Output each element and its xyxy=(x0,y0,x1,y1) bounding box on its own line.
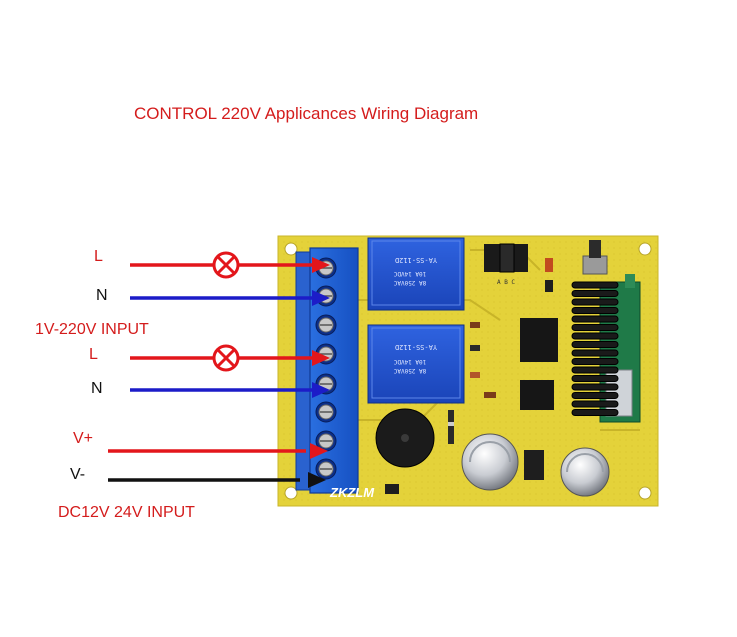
diagram-title: CONTROL 220V Applicances Wiring Diagram xyxy=(134,104,479,123)
label-neutral-1: N xyxy=(96,287,108,304)
transistor xyxy=(524,450,544,480)
buzzer xyxy=(375,408,435,468)
label-live-1: L xyxy=(94,248,103,265)
antenna-coil-turn xyxy=(571,341,619,348)
ic-chip-1 xyxy=(520,318,558,362)
arrow-neutral-2 xyxy=(312,382,330,398)
arrow-live-2 xyxy=(312,350,330,366)
label-vminus: V- xyxy=(70,466,86,483)
arrow-neutral-1 xyxy=(312,290,330,306)
antenna-coil-turn xyxy=(571,290,619,297)
arrow-live-1 xyxy=(312,257,330,273)
antenna-coil-turn xyxy=(571,324,619,331)
lamp-cross xyxy=(216,255,236,275)
antenna-coil-turn xyxy=(571,409,619,416)
antenna-coil-turn xyxy=(571,307,619,314)
lamp-cross xyxy=(216,348,236,368)
antenna-coil-turn xyxy=(571,375,619,382)
label-vplus: V+ xyxy=(73,430,94,447)
antenna-coil-turn xyxy=(571,392,619,399)
antenna-coil-turn xyxy=(571,298,619,306)
label-neutral-2: N xyxy=(91,380,103,397)
antenna-coil-turn xyxy=(571,366,619,374)
relay-2-model: YA-SS-112D xyxy=(395,343,437,351)
antenna-coil-turn xyxy=(571,281,619,289)
push-button xyxy=(582,240,608,275)
ic-chip-2 xyxy=(520,380,554,410)
terminal-block xyxy=(295,247,359,494)
power-jumper xyxy=(385,484,399,494)
antenna-coil-turn xyxy=(571,400,619,408)
antenna-coil xyxy=(571,281,619,416)
antenna-coil-turn xyxy=(571,383,619,391)
relay-2: YA-SS-112D 10A 14VDC 8A 250VAC xyxy=(367,324,465,404)
antenna-coil-turn xyxy=(571,332,619,340)
relay-1: YA-SS-112D 10A 14VDC 8A 250VAC xyxy=(367,237,465,311)
jumper-labels: A B C xyxy=(497,279,515,286)
relay-2-rating-2: 8A 250VAC xyxy=(393,367,426,374)
antenna-coil-turn xyxy=(571,358,619,365)
relay-2-rating-1: 10A 14VDC xyxy=(393,358,426,365)
relay-1-model: YA-SS-112D xyxy=(395,256,437,264)
relay-1-rating-2: 8A 250VAC xyxy=(393,279,426,286)
capacitor-2 xyxy=(560,447,610,497)
brand-label: ZKZLM xyxy=(329,485,375,500)
capacitor-1 xyxy=(461,433,519,491)
label-live-2: L xyxy=(89,346,98,363)
label-ac-input: 1V-220V INPUT xyxy=(35,321,149,338)
small-components xyxy=(448,258,553,444)
label-dc-input: DC12V 24V INPUT xyxy=(58,504,195,521)
arrow-vminus xyxy=(308,472,326,488)
arrow-vplus xyxy=(310,443,328,459)
antenna-coil-turn xyxy=(571,315,619,323)
antenna-coil-turn xyxy=(571,349,619,357)
relay-1-rating-1: 10A 14VDC xyxy=(393,270,426,277)
jumper-header: A B C xyxy=(484,243,528,286)
